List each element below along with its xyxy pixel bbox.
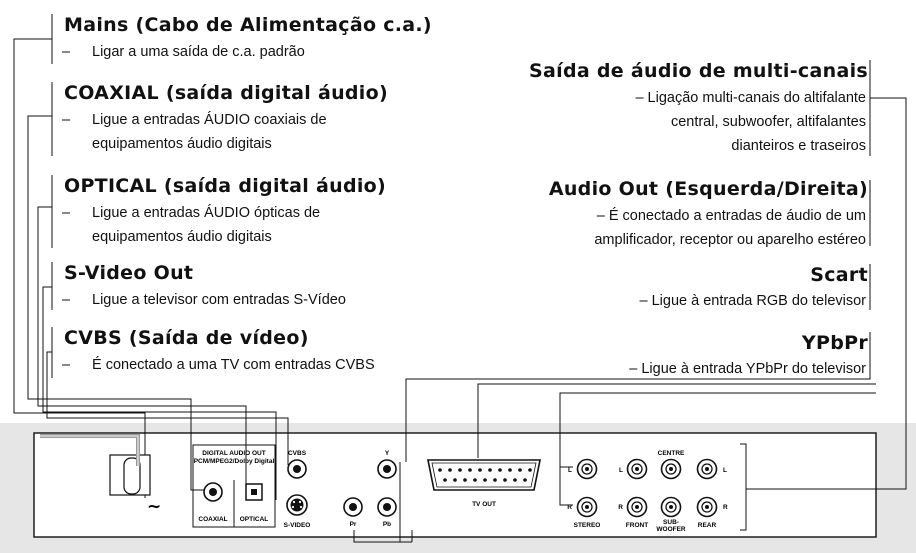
cvbs-title: CVBS (Saída de vídeo) <box>64 327 309 349</box>
digital-audio-out-label: DIGITAL AUDIO OUT <box>202 450 265 457</box>
stereo-label: STEREO <box>574 522 601 529</box>
scart-pin <box>488 468 492 472</box>
front-r-jack <box>626 496 648 518</box>
stereo-r-label: R <box>567 504 572 511</box>
coaxial-desc-1: Ligue a entradas ÁUDIO coaxiais de <box>92 112 327 128</box>
scart-pin <box>453 478 457 482</box>
optical-jack <box>245 483 263 501</box>
dash: – <box>62 357 71 373</box>
coaxial-desc-2: equipamentos áudio digitais <box>92 136 272 152</box>
optical-port-label: OPTICAL <box>240 516 269 523</box>
audio-out-desc-1: – É conectado a entradas de áudio de um <box>596 208 866 224</box>
multichannel-desc-3: dianteiros e traseiros <box>731 138 866 154</box>
dash: – <box>62 44 71 60</box>
centre-jack <box>660 458 682 480</box>
svideo-jack <box>286 494 308 516</box>
scart-pin <box>513 478 517 482</box>
rear-l-label: L <box>723 467 727 474</box>
pb-jack <box>377 497 397 517</box>
multichannel-desc-1: – Ligação multi-canais do altifalante <box>635 90 866 106</box>
front-r-label: R <box>618 504 623 511</box>
scart-pin <box>508 468 512 472</box>
formats-label: PCM/MPEG2/Dolby Digital <box>194 458 275 465</box>
y-port-label: Y <box>385 450 390 457</box>
leader-lines <box>13 14 907 543</box>
dash: – <box>62 205 71 221</box>
scart-pin <box>503 478 507 482</box>
scart-pin <box>518 468 522 472</box>
ypbpr-desc: – Ligue à entrada YPbPr do televisor <box>629 361 866 377</box>
mains-desc: Ligar a uma saída de c.a. padrão <box>92 44 305 60</box>
scart-pin <box>443 478 447 482</box>
front-l-jack <box>626 458 648 480</box>
mains-symbol: ~ <box>147 497 161 517</box>
rear-l-jack <box>696 458 718 480</box>
scart-desc: – Ligue à entrada RGB do televisor <box>639 293 867 309</box>
scart-pin <box>483 478 487 482</box>
optical-desc-1: Ligue a entradas ÁUDIO ópticas de <box>92 205 321 221</box>
scart-pin <box>498 468 502 472</box>
cvbs-jack <box>287 459 307 479</box>
coaxial-jack <box>203 482 223 502</box>
scart-pin <box>478 468 482 472</box>
pb-port-label: Pb <box>383 521 391 528</box>
scart-pin <box>523 478 527 482</box>
scart-pin <box>468 468 472 472</box>
pr-port-label: Pr <box>350 521 357 528</box>
front-l-label: L <box>619 467 623 474</box>
stereo-l-label: L <box>568 467 572 474</box>
multichannel-title: Saída de áudio de multi-canais <box>529 60 868 82</box>
scart-pin <box>438 468 442 472</box>
scart-pin <box>458 468 462 472</box>
stereo-r-jack <box>576 496 598 518</box>
scart-connector <box>427 459 541 491</box>
coaxial-port-label: COAXIAL <box>198 516 227 523</box>
pr-jack <box>343 497 363 517</box>
audio-out-title: Audio Out (Esquerda/Direita) <box>548 178 868 200</box>
dash: – <box>62 112 71 128</box>
scart-pin <box>473 478 477 482</box>
scart-pin <box>528 468 532 472</box>
rear-r-jack <box>696 496 718 518</box>
coaxial-title: COAXIAL (saída digital áudio) <box>64 82 388 104</box>
scart-title: Scart <box>810 264 868 286</box>
audio-out-desc-2: amplificador, receptor ou aparelho estér… <box>594 232 866 248</box>
subwoofer-jack <box>660 496 682 518</box>
stereo-l-jack <box>576 458 598 480</box>
svideo-port-label: S-VIDEO <box>284 522 311 529</box>
scart-pin <box>448 468 452 472</box>
optical-desc-2: equipamentos áudio digitais <box>92 229 272 245</box>
dash: – <box>62 292 71 308</box>
rear-label: REAR <box>698 522 717 529</box>
scart-pins <box>438 468 532 482</box>
cvbs-desc: É conectado a uma TV com entradas CVBS <box>92 357 375 373</box>
svideo-title: S-Video Out <box>64 262 194 284</box>
optical-title: OPTICAL (saída digital áudio) <box>64 175 386 197</box>
front-label: FRONT <box>626 522 648 529</box>
svideo-desc: Ligue a televisor com entradas S-Vídeo <box>92 292 346 308</box>
scart-pin <box>493 478 497 482</box>
y-jack <box>377 459 397 479</box>
mains-socket <box>40 434 151 496</box>
centre-label: CENTRE <box>658 450 685 457</box>
woofer-label: WOOFER <box>656 526 686 533</box>
scart-pin <box>463 478 467 482</box>
rear-r-label: R <box>723 504 728 511</box>
tv-out-label: TV OUT <box>472 501 496 508</box>
mains-title: Mains (Cabo de Alimentação c.a.) <box>64 14 432 36</box>
sub-label: SUB- <box>663 519 679 526</box>
multichannel-desc-2: central, subwoofer, altifalantes <box>670 114 866 130</box>
ypbpr-title: YPbPr <box>801 332 868 354</box>
cvbs-port-label: CVBS <box>288 450 307 457</box>
